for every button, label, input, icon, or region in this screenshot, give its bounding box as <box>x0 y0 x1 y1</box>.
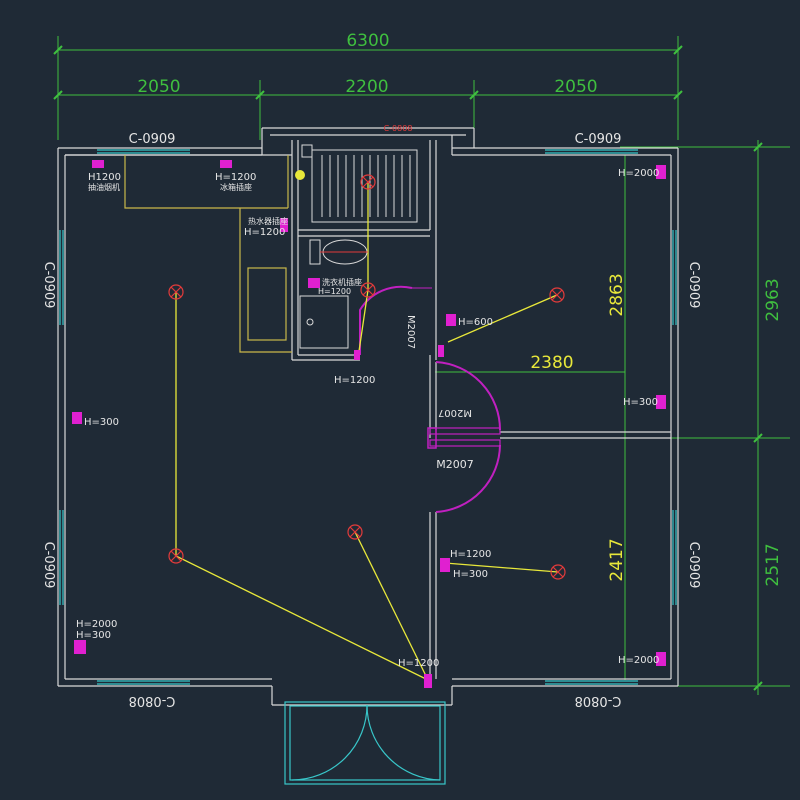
window-label-right-lower: C-0909 <box>686 542 701 589</box>
dim-right-span: 2050 <box>554 77 597 97</box>
outlet-icon <box>438 345 444 357</box>
outlet-icon <box>280 218 288 232</box>
window-label-right-upper: C-0909 <box>686 262 701 309</box>
outlet-label: H=1200 <box>334 375 375 386</box>
outlet-icon <box>308 278 320 288</box>
outlet-label: H=600 <box>458 317 493 328</box>
outlet-label: 抽油烟机 <box>88 182 120 192</box>
outlet-label: H=300 <box>453 569 488 580</box>
kitchen-counters <box>124 155 292 353</box>
outlet-label: H=2000 <box>618 168 659 179</box>
outlet-icon <box>220 160 232 168</box>
window-label-left-upper: C-0909 <box>41 262 56 309</box>
outlet-label: H=1200 <box>318 287 351 296</box>
outlet-icon <box>656 652 666 666</box>
outlet-icon <box>656 165 666 179</box>
outlet-label: H1200 <box>88 172 121 183</box>
windows <box>59 149 677 785</box>
outlet-icon <box>92 160 104 168</box>
window-label-bottom-right: C-0808 <box>575 693 622 708</box>
door-label-mid-a: M2007 <box>438 407 472 418</box>
dim-right-upper: 2963 <box>763 278 783 321</box>
outlets <box>72 160 666 688</box>
dim-inner-lower: 2417 <box>607 538 627 581</box>
outlet-icon <box>72 412 82 424</box>
outlet-label: H=300 <box>623 397 658 408</box>
outlet-label: H=1200 <box>215 172 256 183</box>
doors <box>291 285 502 781</box>
outlet-label: 热水器插座 <box>248 216 288 226</box>
window-label-left-lower: C-0909 <box>41 542 56 589</box>
outlet-label: H=1200 <box>450 549 491 560</box>
bath-indicator-icon <box>295 170 305 180</box>
light-icon <box>168 284 184 300</box>
window-label-top-center: C-0808 <box>384 124 413 133</box>
walls <box>57 127 679 706</box>
dim-middle-span: 2200 <box>345 77 388 97</box>
outlet-icon <box>354 350 360 360</box>
outlet-label: H=300 <box>84 417 119 428</box>
bathroom-fixtures <box>299 144 418 349</box>
outlet-labels: H1200 抽油烟机 H=1200 冰箱插座 热水器插座 H=1200 洗衣机插… <box>76 168 659 669</box>
dim-inner-upper: 2863 <box>607 273 627 316</box>
window-labels: C-0909 C-0909 C-0808 C-0808 C-0909 C-090… <box>41 124 701 708</box>
outlet-icon <box>656 395 666 409</box>
dim-left-span: 2050 <box>137 77 180 97</box>
dim-inner-width: 2380 <box>530 353 573 373</box>
outlet-label: H=1200 <box>244 227 285 238</box>
light-icon <box>549 287 565 303</box>
window-label-bottom-left: C-0808 <box>129 693 176 708</box>
window-label-top-right: C-0909 <box>575 132 622 147</box>
dimension-lines <box>57 36 790 695</box>
wiring <box>175 182 559 681</box>
outlet-label: 冰箱插座 <box>220 182 252 192</box>
door-label-mid-b: M2007 <box>436 458 474 471</box>
outlet-label: H=2000 <box>76 619 117 630</box>
outlet-label: H=300 <box>76 630 111 641</box>
dim-overall-width: 6300 <box>346 31 389 51</box>
outlet-icon <box>74 640 86 654</box>
outlet-label: H=1200 <box>398 658 439 669</box>
outlet-icon <box>424 674 432 688</box>
outlet-label: H=2000 <box>618 655 659 666</box>
window-label-top-left: C-0909 <box>129 132 176 147</box>
light-icon <box>360 282 376 298</box>
dim-right-lower: 2517 <box>763 543 783 586</box>
outlet-icon <box>440 558 450 572</box>
outlet-label: 洗衣机插座 <box>322 277 362 287</box>
outlet-icon <box>446 314 456 326</box>
light-icon <box>360 174 376 190</box>
light-icon <box>550 564 566 580</box>
ceiling-lights <box>168 174 566 580</box>
door-label-bath: M2007 <box>405 315 416 349</box>
light-icon <box>347 524 363 540</box>
light-icon <box>168 548 184 564</box>
